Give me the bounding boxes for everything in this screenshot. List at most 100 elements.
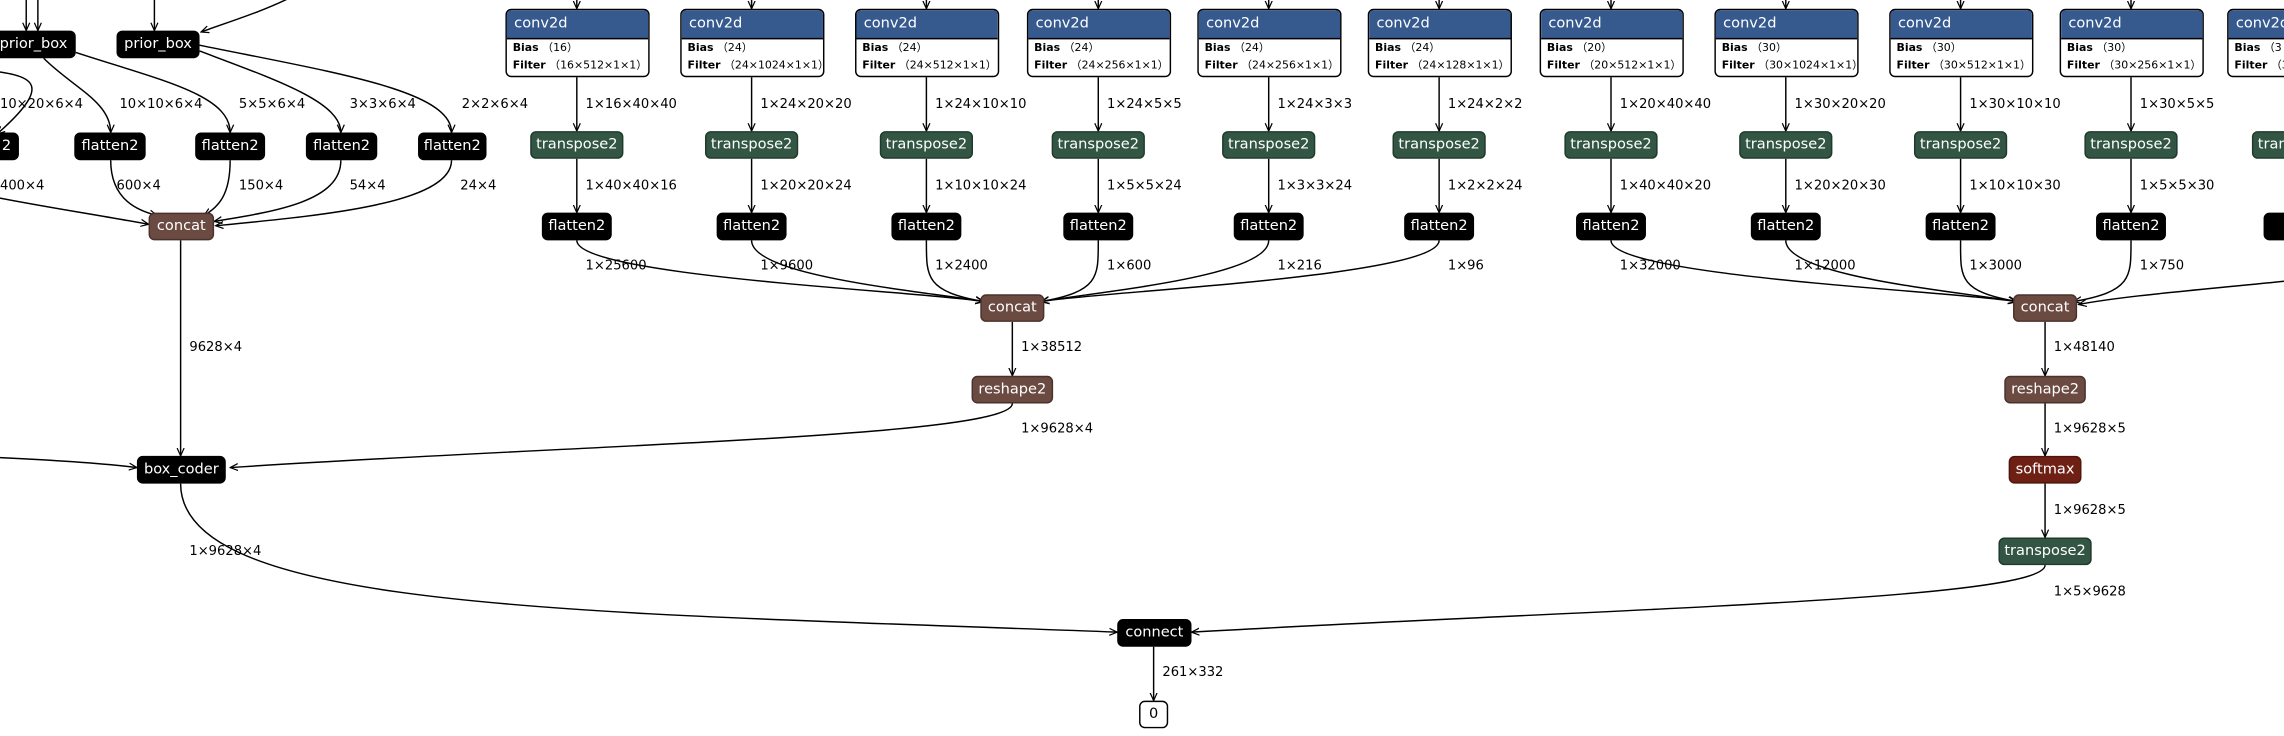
bias-value: （24） bbox=[891, 40, 928, 54]
tensor-shape-label: 1×20×20×30 bbox=[1794, 179, 1886, 194]
bias-value: （30） bbox=[1925, 40, 1962, 54]
edge bbox=[1785, 240, 2016, 301]
bias-key: Bias bbox=[1204, 40, 1231, 54]
transpose2-node[interactable]: transpose2 bbox=[1392, 131, 1486, 159]
tensor-shape-label: 1×3×3×24 bbox=[1277, 179, 1353, 194]
filter-value: （3 bbox=[2270, 58, 2284, 72]
transpose2-node[interactable]: transpose2 bbox=[1913, 131, 2008, 159]
transpose2-node[interactable]: transpose2 bbox=[1222, 131, 1316, 159]
concat-node[interactable]: concat bbox=[2013, 294, 2078, 322]
flatten2-node[interactable]: flatten2 bbox=[1233, 212, 1304, 241]
transpose2-node[interactable]: transpose2 bbox=[1564, 131, 1658, 159]
filter-key: Filter bbox=[1721, 58, 1755, 72]
edge bbox=[230, 403, 1014, 467]
tensor-shape-label: 1×30×20×20 bbox=[1794, 97, 1886, 113]
tensor-shape-label: 1×40×40×16 bbox=[585, 179, 677, 194]
flatten2-node[interactable]: flatten2 bbox=[1925, 212, 1996, 241]
bias-key: Bias bbox=[862, 40, 889, 54]
filter-key: Filter bbox=[1375, 58, 1409, 72]
edge bbox=[2079, 280, 2284, 304]
edge bbox=[925, 240, 983, 301]
flatten2-node[interactable]: fl bbox=[2263, 212, 2284, 241]
tensor-shape-label: 5×5×6×4 bbox=[238, 97, 306, 113]
prior-box-node[interactable]: prior_box bbox=[116, 30, 200, 59]
conv2d-bias: Bias （24） bbox=[1369, 39, 1510, 56]
filter-value: （30×256×1×1） bbox=[2103, 58, 2202, 72]
conv2d-bias: Bias （20） bbox=[1541, 39, 1682, 56]
tensor-shape-label: 1×16×40×40 bbox=[585, 97, 677, 113]
edge bbox=[0, 197, 149, 225]
flatten2-node[interactable]: flatten2 bbox=[1750, 212, 1821, 241]
conv2d-filter: Filter （30×256×1×1） bbox=[2061, 57, 2202, 74]
concat-node[interactable]: concat bbox=[980, 294, 1045, 322]
flatten2-node[interactable]: flatten2 bbox=[1404, 212, 1475, 241]
edge bbox=[1610, 240, 2016, 301]
transpose2-node[interactable]: transpose2 bbox=[2084, 131, 2178, 159]
concat-node[interactable]: concat bbox=[148, 212, 215, 241]
output-node[interactable]: 0 bbox=[1139, 700, 1169, 729]
softmax-node[interactable]: softmax bbox=[2008, 455, 2082, 484]
prior-box-node[interactable]: prior_box bbox=[0, 30, 76, 59]
filter-key: Filter bbox=[1204, 58, 1238, 72]
filter-value: （24×128×1×1） bbox=[1411, 58, 1510, 72]
tensor-shape-label: 1×2400 bbox=[935, 259, 988, 274]
tensor-shape-label: 1×48140 bbox=[2053, 340, 2115, 356]
edge bbox=[576, 240, 983, 301]
filter-key: Filter bbox=[1896, 58, 1930, 72]
flatten2-node[interactable]: flatten2 bbox=[541, 212, 612, 241]
tensor-shape-label: 1×96 bbox=[1447, 259, 1484, 274]
edge bbox=[216, 160, 453, 226]
conv2d-bias: Bias （16） bbox=[507, 39, 648, 56]
connect-node[interactable]: connect bbox=[1117, 619, 1192, 647]
edge bbox=[199, 50, 341, 133]
conv2d-title: conv2d bbox=[1028, 10, 1170, 40]
flatten2-node[interactable]: flatten2 bbox=[891, 212, 962, 241]
flatten2-node[interactable]: flatten2 bbox=[1576, 212, 1646, 241]
transpose2-node[interactable]: transpose2 bbox=[1998, 537, 2092, 566]
flatten2-node[interactable]: flatten2 bbox=[418, 132, 487, 161]
tensor-shape-label: 24×4 bbox=[460, 179, 497, 194]
flatten2-node[interactable]: flatten2 bbox=[716, 212, 787, 241]
flatten2-node[interactable]: flatten2 bbox=[2096, 212, 2166, 241]
reshape2-node[interactable]: reshape2 bbox=[971, 375, 1054, 404]
conv2d-bias: Bias （24） bbox=[1199, 39, 1340, 56]
tensor-shape-label: 1×9628×5 bbox=[2053, 503, 2126, 519]
filter-key: Filter bbox=[512, 58, 546, 72]
tensor-shape-label: 1×216 bbox=[1277, 259, 1322, 274]
tensor-shape-label: 1×5×5×30 bbox=[2139, 179, 2215, 194]
transpose2-node[interactable]: transpose2 bbox=[2251, 131, 2284, 159]
box-coder-node[interactable]: box_coder bbox=[136, 455, 226, 484]
reshape2-node[interactable]: reshape2 bbox=[2004, 375, 2086, 404]
transpose2-node[interactable]: transpose2 bbox=[1051, 131, 1145, 159]
bias-key: Bias bbox=[2066, 40, 2093, 54]
conv2d-filter: Filter （30×1024×1×1） bbox=[1716, 57, 1857, 74]
tensor-shape-label: 1×600 bbox=[1107, 259, 1152, 274]
edge bbox=[0, 71, 33, 134]
conv2d-filter: Filter （20×512×1×1） bbox=[1541, 57, 1682, 74]
flatten2-node[interactable]: flatten2 bbox=[305, 132, 378, 161]
tensor-shape-label: 1×40×40×20 bbox=[1619, 179, 1712, 194]
bias-value: （30） bbox=[2096, 40, 2133, 54]
transpose2-node[interactable]: transpose2 bbox=[1739, 131, 1833, 159]
flatten2-node[interactable]: 2 bbox=[0, 132, 19, 161]
conv2d-bias: Bias （3 bbox=[2229, 39, 2284, 56]
transpose2-node[interactable]: transpose2 bbox=[530, 131, 624, 159]
transpose2-node[interactable]: transpose2 bbox=[879, 131, 974, 159]
bias-value: （24） bbox=[1234, 40, 1270, 54]
flatten2-node[interactable]: flatten2 bbox=[195, 132, 266, 161]
transpose2-node[interactable]: transpose2 bbox=[704, 131, 799, 159]
flatten2-node[interactable]: flatten2 bbox=[74, 132, 146, 161]
bias-value: （16） bbox=[542, 40, 578, 54]
flatten2-node[interactable]: flatten2 bbox=[1063, 212, 1134, 241]
